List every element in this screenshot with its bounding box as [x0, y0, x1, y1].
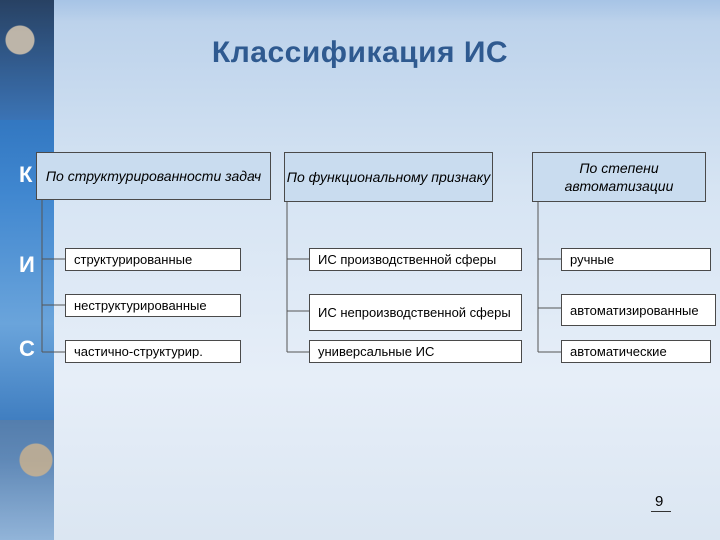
item-automatic: автоматические [561, 340, 711, 363]
page-number-underline [651, 511, 671, 512]
decorative-photo-top [0, 0, 54, 120]
item-universal-is: универсальные ИС [309, 340, 522, 363]
left-decorative-strip [0, 0, 54, 540]
item-non-production-is: ИС непроизводственной сферы [309, 294, 522, 331]
strip-letter-1: К [19, 162, 33, 187]
strip-letter-3: С [19, 336, 35, 361]
header-by-automation-degree: По степени автоматизации [532, 152, 706, 202]
item-automated: автоматизированные [561, 294, 716, 326]
item-structured: структурированные [65, 248, 241, 271]
item-manual: ручные [561, 248, 711, 271]
item-partially-structured: частично-структурир. [65, 340, 241, 363]
strip-letter-2: И [19, 252, 35, 277]
decorative-photo-bottom [0, 420, 54, 540]
item-unstructured: неструктурированные [65, 294, 241, 317]
top-band [54, 0, 720, 22]
page-number: 9 [655, 493, 664, 510]
header-by-functional-attribute: По функциональному признаку [284, 152, 493, 202]
slide-title: Классификация ИС [211, 36, 509, 69]
header-by-task-structure: По структурированности задач [36, 152, 271, 200]
item-production-is: ИС производственной сферы [309, 248, 522, 271]
